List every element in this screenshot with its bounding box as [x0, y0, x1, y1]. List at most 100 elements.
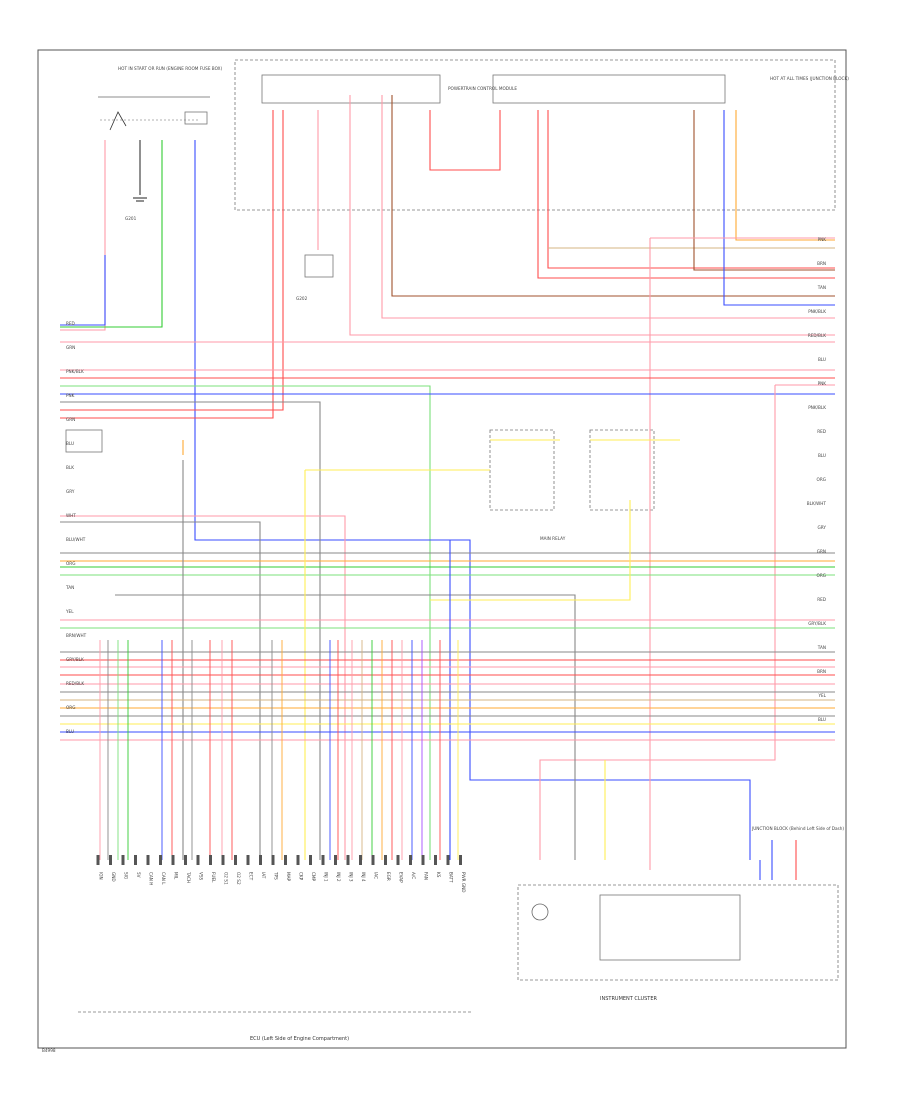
- ecu-pin-11: [234, 855, 237, 865]
- ecu-pin-7: [184, 855, 187, 865]
- ecu-pin-label-5: CAN L: [161, 872, 166, 885]
- wire-orange-pcm-12: [735, 110, 835, 241]
- ecu-pin-15: [284, 855, 287, 865]
- ecu-pin-26: [421, 855, 425, 865]
- ecu-pin-0: [96, 855, 100, 865]
- ecu-pin-label-8: VSS: [199, 872, 204, 881]
- wire-tag-right-4: RED/BLK: [808, 333, 826, 338]
- ecu-pin-17: [309, 855, 312, 865]
- wire-tag-right-17: TAN: [817, 645, 826, 650]
- wire-brown-pcm-6: [391, 95, 835, 297]
- relay-caption: JUNCTION BLOCK (Behind Left Side of Dash…: [751, 826, 844, 831]
- wire-pink-feed: [60, 140, 106, 331]
- ecu-pin-3: [134, 855, 137, 865]
- wire-tags-right: PNK BRN TAN PNK/BLK RED/BLK BLU PNK PNK/BLK RED B…: [807, 237, 827, 722]
- ecu-pin-2: [121, 855, 125, 865]
- wire-tag-right-11: BLK/WHT: [807, 501, 827, 506]
- wire-tag-left-10: ORG: [66, 561, 75, 566]
- footer-code: B4998: [42, 1048, 56, 1053]
- ecu-pin-8: [196, 855, 200, 865]
- ecu-pin-9: [209, 855, 212, 865]
- wire-tag-right-3: PNK/BLK: [808, 309, 826, 314]
- ecu-pin-label-12: ECT: [249, 872, 254, 881]
- wire-tag-right-12: GRY: [818, 525, 827, 530]
- ecu-pin-14: [271, 855, 275, 865]
- wire-tag-right-15: RED: [817, 597, 826, 602]
- relay-center-label: MAIN RELAY: [540, 536, 566, 541]
- wire-tag-right-2: TAN: [817, 285, 826, 290]
- wire-tag-left-13: BRN/WHT: [66, 633, 87, 638]
- ecu-pin-label-28: BATT: [449, 872, 454, 883]
- ecu-pin-label-22: IAC: [374, 872, 379, 879]
- ecu-pin-label-19: INJ 2: [336, 872, 341, 882]
- ecu-pin-label-0: IGN: [99, 872, 104, 880]
- ecu-pin-label-1: GND: [111, 872, 116, 882]
- ecu-pin-19: [334, 855, 337, 865]
- wire-tag-left-1: GRN: [66, 345, 75, 350]
- wire-red-pcm-8: [547, 110, 835, 269]
- wire-tag-left-6: BLK: [66, 465, 74, 470]
- ecu-pin-label-23: EGR: [386, 872, 391, 881]
- ecu-pin-24: [396, 855, 400, 865]
- ground-g2: G202: [296, 254, 334, 301]
- ecu-pin-5: [159, 855, 162, 865]
- wire-tag-right-9: BLU: [818, 453, 826, 458]
- wire-tag-left-14: GRY/BLK: [66, 657, 84, 662]
- wire-tag-right-18: BRN: [817, 669, 826, 674]
- ecu-pin-label-17: CMP: [311, 872, 316, 882]
- wire-tag-left-11: TAN: [65, 585, 74, 590]
- wire-tag-right-16: GRY/BLK: [808, 621, 826, 626]
- ecu-pin-label-27: KS: [436, 872, 441, 878]
- instrument-cluster: INSTRUMENT CLUSTER JUNCTION BLOCK (Behin…: [517, 826, 844, 1002]
- wire-tag-right-5: BLU: [818, 357, 826, 362]
- fuse-box-top-left: HOT IN START OR RUN (ENGINE ROOM FUSE BO…: [98, 66, 223, 131]
- wire-gray-mid-7: [115, 594, 576, 860]
- wires: [60, 95, 835, 880]
- ecu-pin-29: [459, 855, 462, 865]
- left-sensor-box: [65, 429, 103, 453]
- ecu-pin-label-7: TACH: [186, 871, 191, 883]
- ground-g1: G201: [125, 140, 147, 221]
- ecu-pin-21: [359, 855, 362, 865]
- wire-tag-right-0: PNK: [818, 237, 827, 242]
- wire-tag-right-13: GRN: [817, 549, 826, 554]
- wire-pink-pcm-5: [381, 95, 835, 319]
- wire-brown-pcm-10: [693, 110, 835, 271]
- ecu-pin-label-9: FUEL: [211, 872, 216, 883]
- ecu-pin-label-14: TPS: [274, 871, 279, 880]
- wire-green-feed: [60, 140, 163, 328]
- ecu-pin-label-20: INJ 3: [349, 872, 354, 882]
- wire-pink-mid-1: [60, 515, 346, 860]
- ecu-pin-label-10: O2 S1: [224, 872, 229, 885]
- ecu-pin-13: [259, 855, 262, 865]
- ecu-pin-label-13: IAT: [261, 872, 266, 879]
- wire-tag-left-12: YEL: [65, 609, 74, 614]
- wire-red-pcm-2: [60, 110, 284, 411]
- relay-center: MAIN RELAY: [489, 429, 655, 541]
- wire-tag-left-16: ORG: [66, 705, 75, 710]
- fuse-block-top-right-label: HOT AT ALL TIMES (JUNCTION BLOCK): [770, 76, 849, 81]
- ecu-pin-label-11: O2 S2: [236, 872, 241, 885]
- wire-tag-right-7: PNK/BLK: [808, 405, 826, 410]
- ecu-pin-10: [221, 855, 225, 865]
- ecu-pin-1: [109, 855, 112, 865]
- wire-pink-cluster-2: [539, 385, 776, 860]
- ecu-pin-label-26: FAN: [424, 872, 429, 880]
- ecu-pin-label-16: CKP: [299, 872, 304, 881]
- fuse-box-top-left-label: HOT IN START OR RUN (ENGINE ROOM FUSE BO…: [118, 66, 223, 71]
- wire-tag-left-5: BLU: [66, 441, 74, 446]
- ecu-pin-25: [409, 855, 412, 865]
- wire-tag-right-6: PNK: [818, 381, 827, 386]
- wire-tag-left-0: RED: [66, 321, 75, 326]
- wire-tag-right-10: ORG: [817, 477, 826, 482]
- ecu-pin-label-24: EVAP: [399, 872, 404, 883]
- wire-lgreen-bus-4: [60, 385, 431, 860]
- ecu-pin-4: [146, 855, 150, 865]
- ground-g1-label: G201: [125, 216, 137, 221]
- wire-tag-left-9: BLU/WHT: [66, 537, 86, 542]
- wire-tag-right-8: RED: [817, 429, 826, 434]
- wire-red-pcm-1: [60, 110, 274, 419]
- wire-tags-left: REDGRNPNK/BLKPNKGRNBLUBLKGRYWHTBLU/WHTOR…: [65, 321, 87, 734]
- wire-tag-left-15: RED/BLK: [66, 681, 84, 686]
